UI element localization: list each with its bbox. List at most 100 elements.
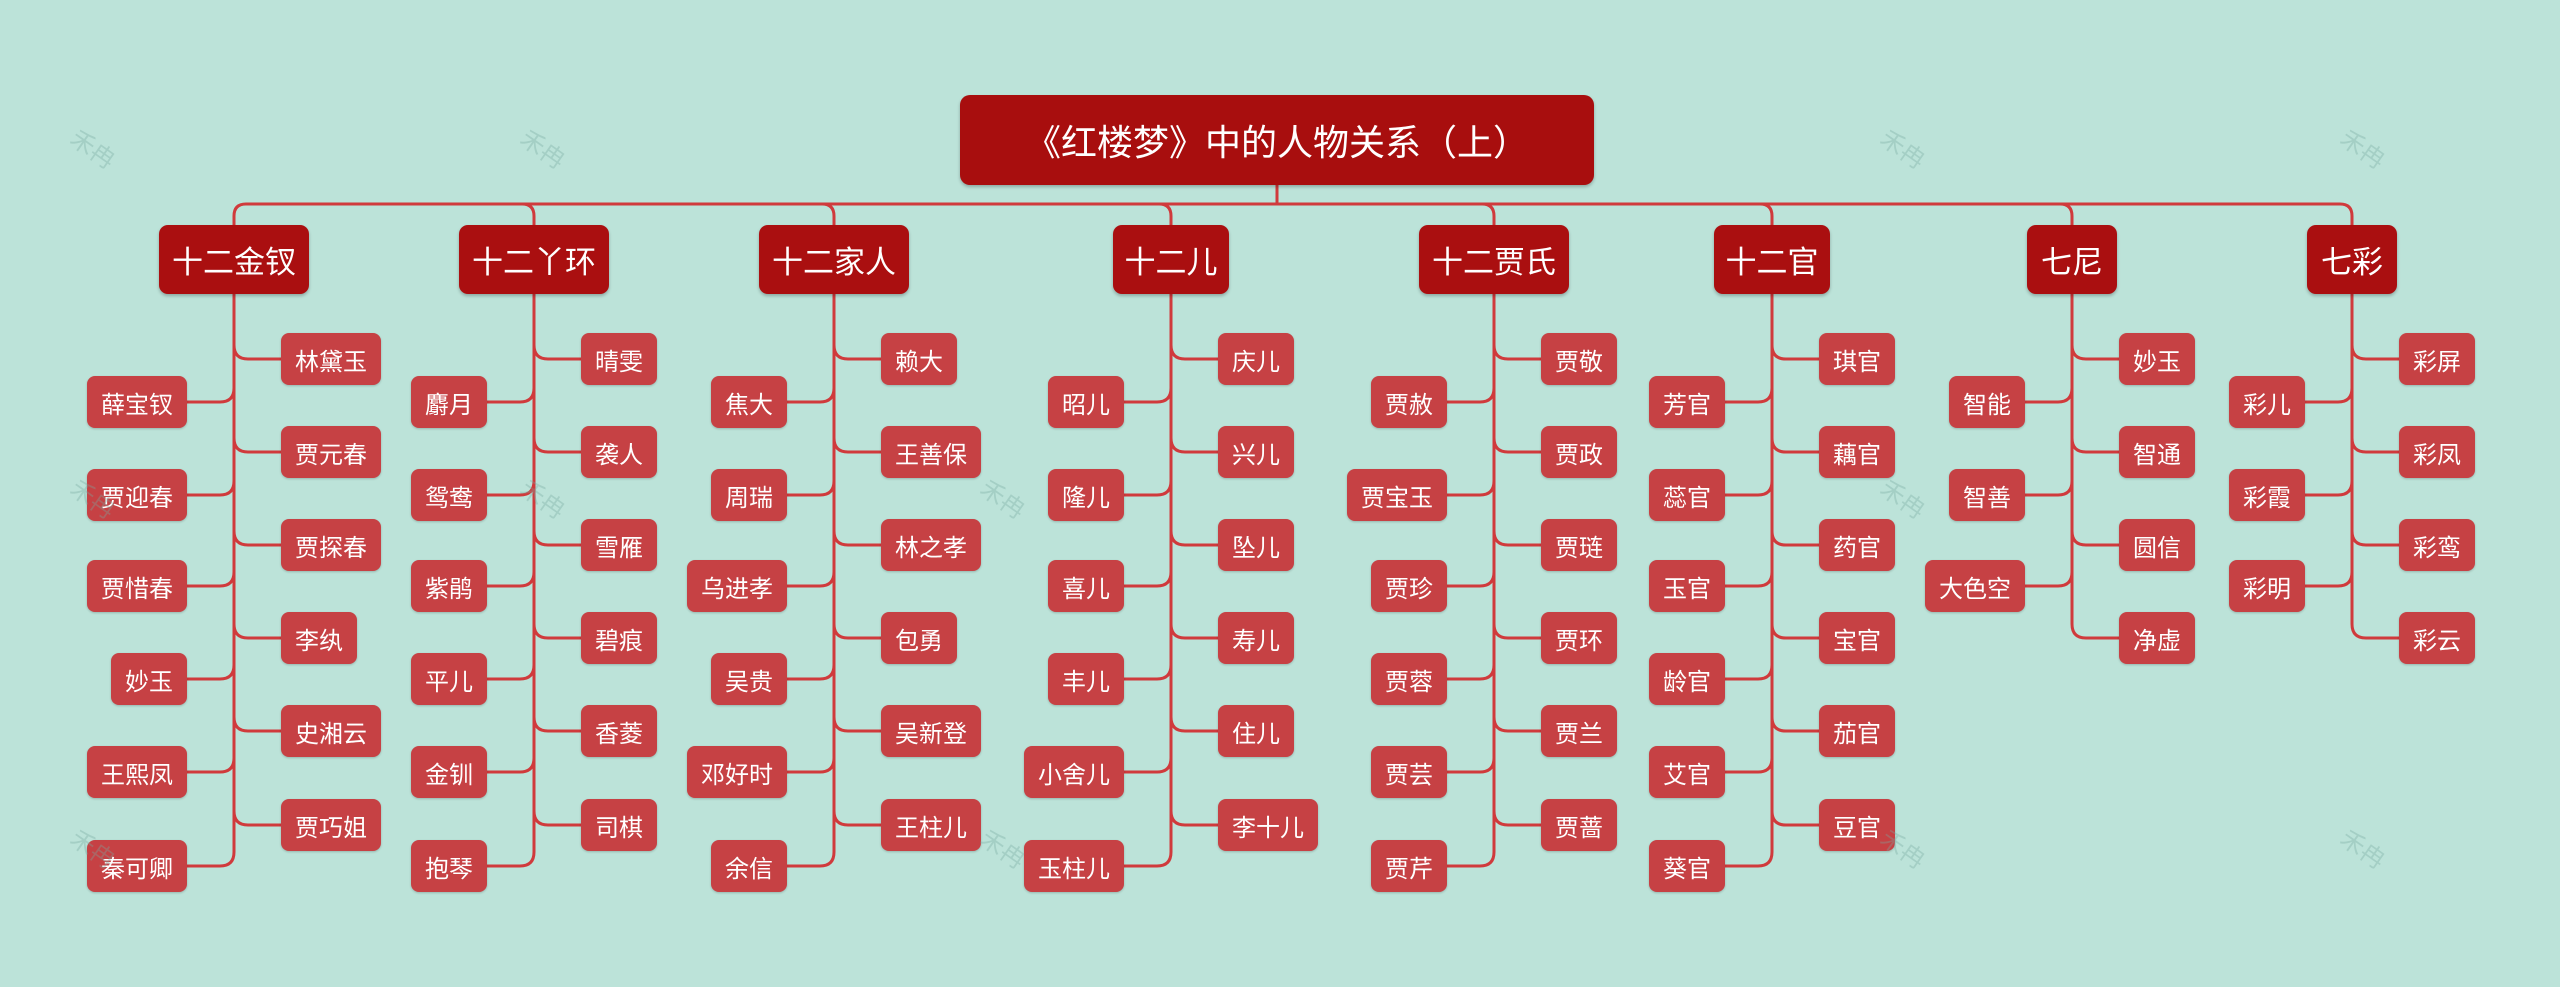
category-0[interactable]: 十二金钗 xyxy=(159,225,309,294)
member-node[interactable]: 紫鹃 xyxy=(411,560,487,612)
member-node[interactable]: 葵官 xyxy=(1649,840,1725,892)
member-node[interactable]: 周瑞 xyxy=(711,469,787,521)
member-node[interactable]: 坠儿 xyxy=(1218,519,1294,571)
member-node[interactable]: 乌进孝 xyxy=(687,560,787,612)
member-node[interactable]: 兴儿 xyxy=(1218,426,1294,478)
member-node[interactable]: 邓好时 xyxy=(687,746,787,798)
category-2[interactable]: 十二家人 xyxy=(759,225,909,294)
member-node[interactable]: 贾政 xyxy=(1541,426,1617,478)
member-node[interactable]: 吴新登 xyxy=(881,705,981,757)
member-node[interactable]: 藕官 xyxy=(1819,426,1895,478)
member-node[interactable]: 赖大 xyxy=(881,333,957,385)
member-node[interactable]: 麝月 xyxy=(411,376,487,428)
member-connector xyxy=(532,530,581,547)
member-node[interactable]: 贾宝玉 xyxy=(1347,469,1447,521)
member-node[interactable]: 焦大 xyxy=(711,376,787,428)
member-node[interactable]: 琪官 xyxy=(1819,333,1895,385)
member-node[interactable]: 艾官 xyxy=(1649,746,1725,798)
member-node[interactable]: 彩儿 xyxy=(2229,376,2305,428)
member-node[interactable]: 贾珍 xyxy=(1371,560,1447,612)
category-6[interactable]: 七尼 xyxy=(2027,225,2117,294)
member-node[interactable]: 林黛玉 xyxy=(281,333,381,385)
member-node[interactable]: 喜儿 xyxy=(1048,560,1124,612)
member-node[interactable]: 庆儿 xyxy=(1218,333,1294,385)
member-node[interactable]: 李十儿 xyxy=(1218,799,1318,851)
member-node[interactable]: 秦可卿 xyxy=(87,840,187,892)
member-node[interactable]: 贾赦 xyxy=(1371,376,1447,428)
member-node[interactable]: 彩凤 xyxy=(2399,426,2475,478)
member-node[interactable]: 余信 xyxy=(711,840,787,892)
member-node[interactable]: 金钏 xyxy=(411,746,487,798)
member-node[interactable]: 晴雯 xyxy=(581,333,657,385)
member-node[interactable]: 王熙凤 xyxy=(87,746,187,798)
member-connector xyxy=(2070,437,2119,454)
member-node[interactable]: 贾蔷 xyxy=(1541,799,1617,851)
member-node[interactable]: 宝官 xyxy=(1819,612,1895,664)
member-node[interactable]: 贾巧姐 xyxy=(281,799,381,851)
category-4[interactable]: 十二贾氏 xyxy=(1419,225,1569,294)
member-node[interactable]: 智善 xyxy=(1949,469,2025,521)
category-7[interactable]: 七彩 xyxy=(2307,225,2397,294)
member-connector xyxy=(2350,623,2399,640)
member-node[interactable]: 智能 xyxy=(1949,376,2025,428)
member-node[interactable]: 净虚 xyxy=(2119,612,2195,664)
member-node[interactable]: 王柱儿 xyxy=(881,799,981,851)
category-3[interactable]: 十二儿 xyxy=(1113,225,1229,294)
member-node[interactable]: 司棋 xyxy=(581,799,657,851)
category-1[interactable]: 十二丫环 xyxy=(459,225,609,294)
member-node[interactable]: 贾芸 xyxy=(1371,746,1447,798)
member-node[interactable]: 妙玉 xyxy=(2119,333,2195,385)
member-node[interactable]: 龄官 xyxy=(1649,653,1725,705)
member-node[interactable]: 包勇 xyxy=(881,612,957,664)
member-node[interactable]: 贾惜春 xyxy=(87,560,187,612)
member-node[interactable]: 平儿 xyxy=(411,653,487,705)
member-node[interactable]: 贾环 xyxy=(1541,612,1617,664)
member-node[interactable]: 碧痕 xyxy=(581,612,657,664)
member-node[interactable]: 玉官 xyxy=(1649,560,1725,612)
member-node[interactable]: 抱琴 xyxy=(411,840,487,892)
member-node[interactable]: 王善保 xyxy=(881,426,981,478)
member-node[interactable]: 林之孝 xyxy=(881,519,981,571)
member-node[interactable]: 李纨 xyxy=(281,612,357,664)
member-node[interactable]: 妙玉 xyxy=(111,653,187,705)
member-node[interactable]: 彩明 xyxy=(2229,560,2305,612)
member-node[interactable]: 药官 xyxy=(1819,519,1895,571)
member-node[interactable]: 贾芹 xyxy=(1371,840,1447,892)
member-node[interactable]: 小舍儿 xyxy=(1024,746,1124,798)
member-node[interactable]: 贾敬 xyxy=(1541,333,1617,385)
category-5[interactable]: 十二官 xyxy=(1714,225,1830,294)
root-title[interactable]: 《红楼梦》中的人物关系（上） xyxy=(960,95,1594,185)
member-node[interactable]: 彩霞 xyxy=(2229,469,2305,521)
member-node[interactable]: 芳官 xyxy=(1649,376,1725,428)
member-node[interactable]: 薛宝钗 xyxy=(87,376,187,428)
member-node[interactable]: 贾元春 xyxy=(281,426,381,478)
member-node[interactable]: 彩鸾 xyxy=(2399,519,2475,571)
member-node[interactable]: 史湘云 xyxy=(281,705,381,757)
member-node[interactable]: 袭人 xyxy=(581,426,657,478)
member-node[interactable]: 丰儿 xyxy=(1048,653,1124,705)
member-node[interactable]: 豆官 xyxy=(1819,799,1895,851)
member-node[interactable]: 智通 xyxy=(2119,426,2195,478)
member-node[interactable]: 隆儿 xyxy=(1048,469,1124,521)
member-node[interactable]: 寿儿 xyxy=(1218,612,1294,664)
member-node[interactable]: 贾兰 xyxy=(1541,705,1617,757)
member-node[interactable]: 贾迎春 xyxy=(87,469,187,521)
member-node[interactable]: 贾探春 xyxy=(281,519,381,571)
member-node[interactable]: 住儿 xyxy=(1218,705,1294,757)
member-node[interactable]: 玉柱儿 xyxy=(1024,840,1124,892)
member-node[interactable]: 鸳鸯 xyxy=(411,469,487,521)
member-node[interactable]: 昭儿 xyxy=(1048,376,1124,428)
member-node[interactable]: 圆信 xyxy=(2119,519,2195,571)
member-connector xyxy=(2305,480,2354,497)
member-node[interactable]: 蕊官 xyxy=(1649,469,1725,521)
member-node[interactable]: 贾琏 xyxy=(1541,519,1617,571)
member-node[interactable]: 雪雁 xyxy=(581,519,657,571)
category-connector xyxy=(1759,202,1774,225)
member-node[interactable]: 彩云 xyxy=(2399,612,2475,664)
member-node[interactable]: 贾蓉 xyxy=(1371,653,1447,705)
member-node[interactable]: 吴贵 xyxy=(711,653,787,705)
member-node[interactable]: 彩屏 xyxy=(2399,333,2475,385)
member-node[interactable]: 茄官 xyxy=(1819,705,1895,757)
member-node[interactable]: 香菱 xyxy=(581,705,657,757)
member-node[interactable]: 大色空 xyxy=(1925,560,2025,612)
